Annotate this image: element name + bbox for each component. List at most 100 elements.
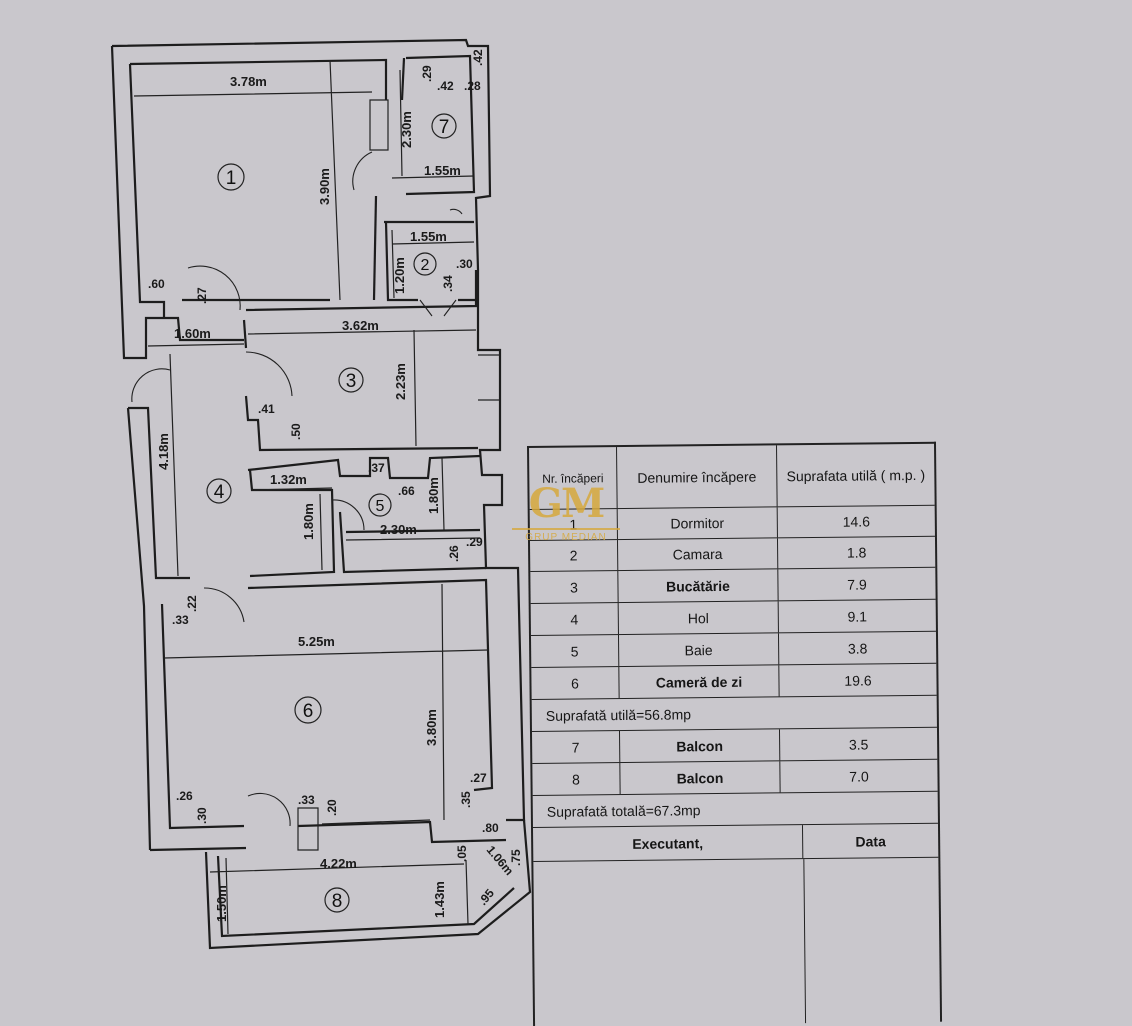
table-row: 5 Baie 3.8 bbox=[530, 631, 937, 668]
dim-r2-height: 1.20m bbox=[392, 257, 407, 294]
row-nr: 3 bbox=[530, 571, 619, 603]
row-nr: 5 bbox=[530, 635, 620, 667]
dimension-lines bbox=[133, 59, 489, 935]
room-8-circle bbox=[324, 887, 350, 913]
dim-r3-b: .50 bbox=[289, 423, 303, 440]
dim-r6-e: .33 bbox=[298, 793, 315, 807]
date-label: Data bbox=[855, 832, 886, 850]
room-3-number: 3 bbox=[346, 371, 357, 392]
row-name: Bucătărie bbox=[618, 569, 779, 603]
row-area: 7.0 bbox=[849, 767, 869, 785]
watermark-bar bbox=[512, 528, 620, 530]
room-8-number: 8 bbox=[332, 891, 343, 912]
row-area: 14.6 bbox=[842, 513, 871, 530]
room-6-number: 6 bbox=[303, 701, 314, 722]
row-name: Camara bbox=[617, 538, 779, 571]
dim-r7-d: .42 bbox=[471, 49, 485, 66]
row-name: Balcon bbox=[620, 761, 781, 795]
dim-r1-width: 3.78m bbox=[230, 74, 267, 89]
dim-r3-height: 2.23m bbox=[393, 363, 408, 400]
signature-divider bbox=[803, 859, 807, 1024]
dim-r5-height: 1.80m bbox=[426, 477, 441, 514]
dim-hall-top: 1.60m bbox=[174, 326, 211, 341]
room-4-number: 4 bbox=[214, 482, 225, 503]
dim-r6-c: .26 bbox=[176, 789, 193, 803]
row-area: 19.6 bbox=[844, 671, 872, 689]
row-area: 3.5 bbox=[848, 735, 869, 753]
table-summary-row: Suprafată totală=67.3mp bbox=[532, 791, 938, 828]
dim-r5-c: .26 bbox=[447, 545, 461, 562]
dim-r1-height: 3.90m bbox=[317, 168, 332, 205]
watermark-letters: GM bbox=[528, 480, 605, 527]
dim-r6-h: .35 bbox=[459, 791, 473, 808]
row-area: 7.9 bbox=[847, 575, 867, 593]
dim-r8-c: .75 bbox=[509, 849, 523, 866]
dim-r8-a: .05 bbox=[455, 845, 469, 862]
dim-r1-door: .27 bbox=[195, 287, 209, 304]
dim-r6-width: 5.25m bbox=[298, 634, 335, 649]
dim-r6-f: .20 bbox=[325, 799, 339, 816]
useful-area-total: Suprafată utilă=56.8mp bbox=[545, 705, 692, 724]
dim-r3-a: .41 bbox=[258, 402, 275, 416]
dim-r5-width: 2.30m bbox=[380, 522, 417, 537]
room-2-number: 2 bbox=[421, 257, 430, 274]
room-2-circle bbox=[413, 252, 437, 276]
row-area: 1.8 bbox=[846, 544, 867, 561]
door-swings bbox=[131, 151, 463, 827]
table-row: 3 Bucătărie 7.9 bbox=[530, 567, 936, 604]
table-row: 8 Balcon 7.0 bbox=[532, 759, 938, 796]
executant-label: Executant, bbox=[533, 825, 804, 861]
dim-r6-b: .22 bbox=[185, 595, 199, 612]
table-footer-row: Executant, Data bbox=[533, 823, 939, 862]
dim-r5-a: .37 bbox=[368, 461, 385, 475]
row-name: Balcon bbox=[619, 729, 781, 763]
watermark-subtitle: GRUP MEDIAN bbox=[525, 532, 607, 543]
dim-r2-b: .34 bbox=[441, 275, 455, 292]
dim-r5-b: .66 bbox=[398, 484, 415, 498]
row-name: Cameră de zi bbox=[619, 665, 780, 699]
dim-r7-width: 1.55m bbox=[424, 163, 461, 178]
row-area: 9.1 bbox=[847, 607, 868, 625]
dim-r8-width: 4.22m bbox=[320, 856, 357, 871]
grand-area-total: Suprafată totală=67.3mp bbox=[546, 801, 701, 820]
dim-r1-corner: .60 bbox=[148, 277, 165, 291]
room-5-number: 5 bbox=[376, 498, 385, 515]
row-nr: 4 bbox=[530, 603, 619, 635]
room-4-circle bbox=[206, 478, 232, 504]
dim-r4-width: 1.32m bbox=[270, 472, 307, 487]
dim-r7-a: .29 bbox=[420, 65, 434, 82]
dim-r6-g: .27 bbox=[470, 771, 487, 785]
dim-r2-a: .30 bbox=[456, 257, 473, 271]
room-5-circle bbox=[368, 493, 392, 517]
row-nr: 7 bbox=[531, 731, 621, 763]
dim-r8-right: 1.43m bbox=[432, 881, 447, 918]
room-labels: 1 2 3 4 5 6 7 8 bbox=[206, 113, 457, 913]
row-name: Hol bbox=[618, 601, 779, 635]
row-nr: 6 bbox=[531, 667, 620, 699]
table-row: 4 Hol 9.1 bbox=[530, 599, 936, 636]
dim-r5-d: .29 bbox=[466, 535, 483, 549]
room-6-circle bbox=[294, 696, 322, 724]
row-nr: 8 bbox=[532, 763, 621, 795]
dim-r6-a: .33 bbox=[172, 613, 189, 627]
table-row: 7 Balcon 3.5 bbox=[531, 727, 938, 764]
walls bbox=[110, 38, 532, 950]
table-summary-row: Suprafată utilă=56.8mp bbox=[531, 695, 937, 732]
dim-r6-d: .30 bbox=[195, 807, 209, 824]
room-1-number: 1 bbox=[226, 168, 237, 189]
room-3-circle bbox=[338, 367, 364, 393]
watermark-logo: GM GRUP MEDIAN bbox=[506, 480, 626, 552]
room-7-number: 7 bbox=[439, 117, 450, 138]
dim-r7-b: .42 bbox=[437, 79, 454, 93]
dim-r6-height: 3.80m bbox=[424, 709, 439, 746]
room-1-circle bbox=[217, 163, 245, 191]
dim-r8-left: 1.50m bbox=[214, 885, 229, 922]
header-area: Suprafata utilă ( m.p. ) bbox=[786, 466, 926, 484]
row-name: Baie bbox=[618, 633, 780, 667]
dim-r3-width: 3.62m bbox=[342, 318, 379, 333]
header-name: Denumire încăpere bbox=[617, 445, 778, 509]
dim-r4-depth: 1.80m bbox=[301, 503, 316, 540]
dim-r2-width: 1.55m bbox=[410, 229, 447, 244]
dimension-labels: 3.78m 3.90m .60 .27 2.30m 1.55m .29 .42 … bbox=[148, 49, 523, 922]
